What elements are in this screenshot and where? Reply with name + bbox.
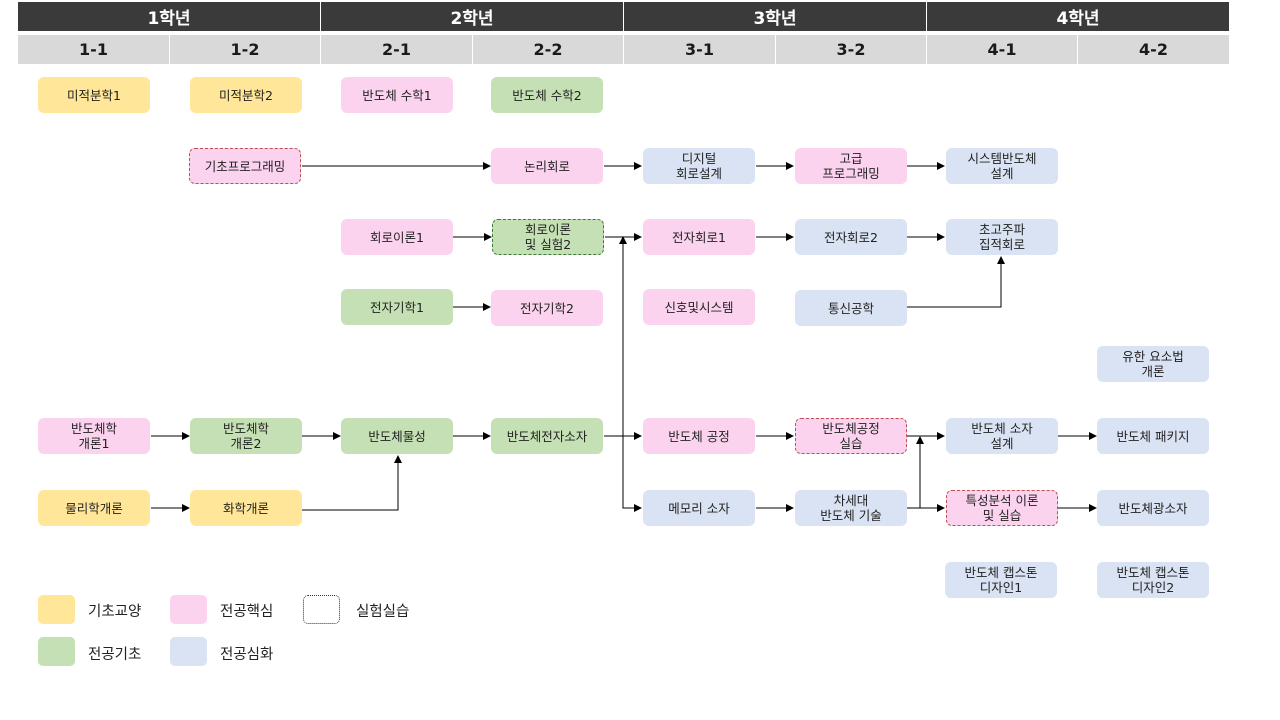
semester-header-4-1: 4-1 <box>927 35 1078 64</box>
semester-header-3-1: 3-1 <box>624 35 776 64</box>
course-semiconductor-device-design: 반도체 소자 설계 <box>946 418 1058 454</box>
legend-label-lab: 실험실습 <box>356 604 410 620</box>
course-system-semiconductor-design: 시스템반도체 설계 <box>946 148 1058 184</box>
year-header-1: 1학년 <box>18 2 321 31</box>
legend-label-basic-liberal: 기초교양 <box>88 604 142 620</box>
year-header-4: 4학년 <box>927 2 1229 31</box>
semester-header-3-2: 3-2 <box>776 35 927 64</box>
legend-label-major-advanced: 전공심화 <box>220 647 274 663</box>
course-next-gen-semiconductor: 차세대 반도체 기술 <box>795 490 907 526</box>
course-semiconductor-physics: 반도체물성 <box>341 418 453 454</box>
course-semiconductor-process-lab: 반도체공정 실습 <box>795 418 907 454</box>
legend-label-major-core: 전공핵심 <box>220 604 274 620</box>
legend-swatch-major-core <box>170 595 207 624</box>
course-electromagnetics2: 전자기학2 <box>491 290 603 326</box>
course-electromagnetics1: 전자기학1 <box>341 289 453 325</box>
legend-label-major-basic: 전공기초 <box>88 647 142 663</box>
semester-header-2-1: 2-1 <box>321 35 473 64</box>
arrow-trunk-memory <box>622 436 642 512</box>
course-logic-circuits: 논리회로 <box>491 148 603 184</box>
course-semiconductor-process: 반도체 공정 <box>643 418 755 454</box>
course-semi-math2: 반도체 수학2 <box>491 77 603 113</box>
semester-header-2-2: 2-2 <box>473 35 624 64</box>
course-communication-engineering: 통신공학 <box>795 290 907 326</box>
semester-header-1-1: 1-1 <box>18 35 170 64</box>
course-basic-programming: 기초프로그래밍 <box>189 148 301 184</box>
year-header-2: 2학년 <box>321 2 624 31</box>
course-intro-physics: 물리학개론 <box>38 490 150 526</box>
course-electronic-circuits1: 전자회로1 <box>643 219 755 255</box>
course-electronic-circuits2: 전자회로2 <box>795 219 907 255</box>
course-semiconductor-intro1: 반도체학 개론1 <box>38 418 150 454</box>
semester-header-1-2: 1-2 <box>170 35 321 64</box>
course-optoelectronic-devices: 반도체광소자 <box>1097 490 1209 526</box>
course-rfic: 초고주파 집적회로 <box>946 219 1058 255</box>
legend-swatch-major-advanced <box>170 637 207 666</box>
course-calc1: 미적분학1 <box>38 77 150 113</box>
course-semiconductor-package: 반도체 패키지 <box>1097 418 1209 454</box>
semester-header-4-2: 4-2 <box>1078 35 1229 64</box>
course-capstone-design1: 반도체 캡스톤 디자인1 <box>945 562 1057 598</box>
course-circuit-theory2-lab: 회로이론 및 실험2 <box>492 219 604 255</box>
course-fem-intro: 유한 요소법 개론 <box>1097 346 1209 382</box>
legend-swatch-basic-liberal <box>38 595 75 624</box>
course-semiconductor-intro2: 반도체학 개론2 <box>190 418 302 454</box>
course-semiconductor-devices: 반도체전자소자 <box>491 418 603 454</box>
course-advanced-programming: 고급 프로그래밍 <box>795 148 907 184</box>
course-signals-systems: 신호및시스템 <box>643 289 755 325</box>
course-circuit-theory1: 회로이론1 <box>341 219 453 255</box>
course-calc2: 미적분학2 <box>190 77 302 113</box>
course-digital-circuit-design: 디지털 회로설계 <box>643 148 755 184</box>
year-header-3: 3학년 <box>624 2 927 31</box>
arrow-chemistry-physics <box>302 455 402 511</box>
arrow-comm-rfic <box>907 256 1005 308</box>
course-characterization-lab: 특성분석 이론 및 실습 <box>946 490 1058 526</box>
course-memory-devices: 메모리 소자 <box>643 490 755 526</box>
legend-swatch-major-basic <box>38 637 75 666</box>
legend-swatch-lab <box>303 595 340 624</box>
course-intro-chemistry: 화학개론 <box>190 490 302 526</box>
course-semi-math1: 반도체 수학1 <box>341 77 453 113</box>
course-capstone-design2: 반도체 캡스톤 디자인2 <box>1097 562 1209 598</box>
